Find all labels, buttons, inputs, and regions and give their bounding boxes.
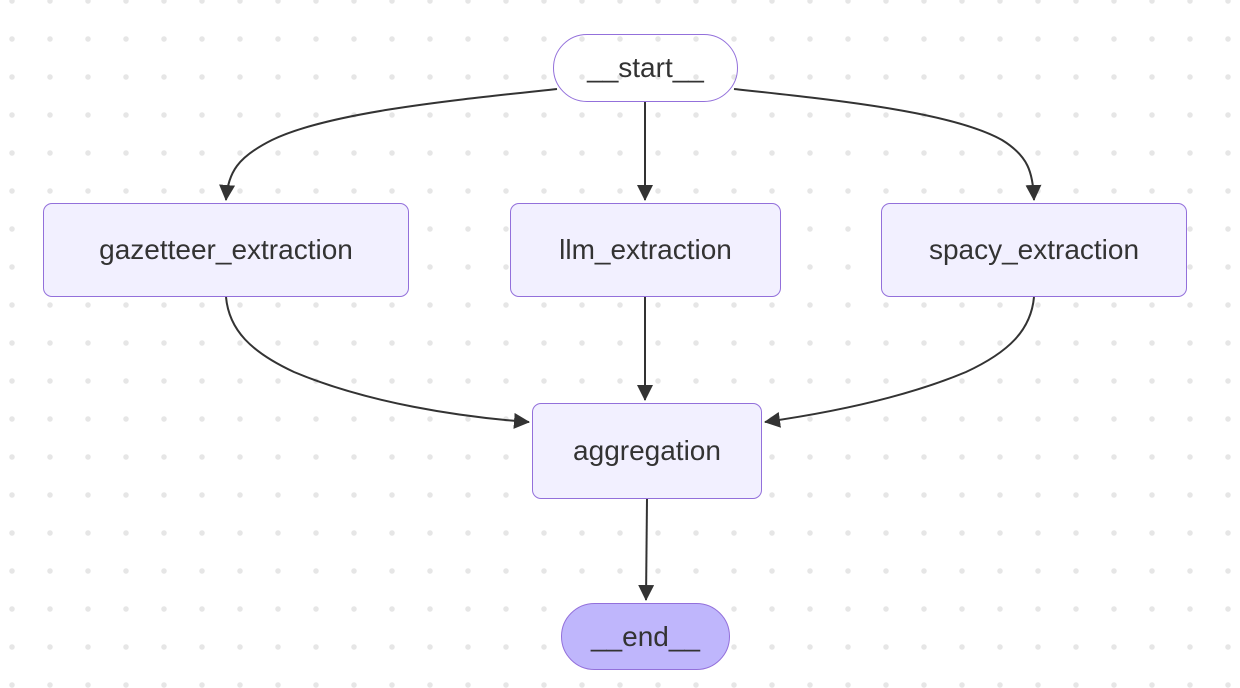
edge-start-to-spacy [733, 88, 1042, 201]
node-llm-extraction: llm_extraction [510, 203, 781, 297]
edge-spacy-to-aggregation [764, 296, 1035, 428]
node-aggregation-label: aggregation [573, 435, 721, 467]
node-gazetteer-extraction: gazetteer_extraction [43, 203, 409, 297]
edge-aggregation-to-end [638, 498, 655, 601]
node-end: __end__ [561, 603, 730, 670]
node-spacy-extraction-label: spacy_extraction [928, 234, 1140, 266]
edge-start-to-gazetteer [219, 88, 558, 201]
node-llm-extraction-label: llm_extraction [559, 234, 732, 266]
node-gazetteer-extraction-label: gazetteer_extraction [99, 234, 353, 266]
edge-gazetteer-to-aggregation [225, 296, 530, 429]
node-spacy-extraction: spacy_extraction [881, 203, 1187, 297]
node-end-label: __end__ [590, 620, 700, 652]
node-aggregation: aggregation [532, 403, 762, 499]
node-start: __start__ [553, 34, 738, 102]
node-start-label: __start__ [587, 52, 704, 84]
